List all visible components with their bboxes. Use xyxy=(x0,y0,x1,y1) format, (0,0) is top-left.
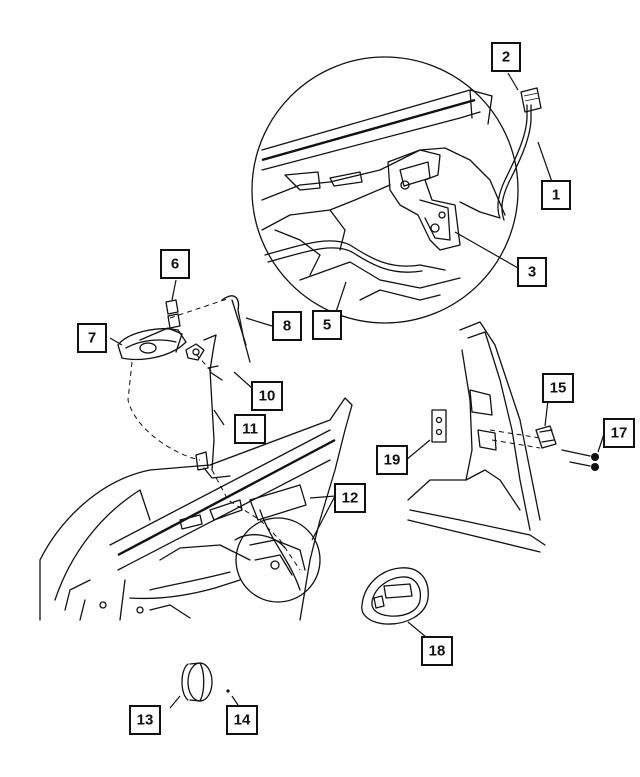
callout-6: 6 xyxy=(160,249,190,279)
callout-11: 11 xyxy=(234,414,266,444)
callout-label-5: 5 xyxy=(323,317,331,334)
handle-assembly xyxy=(117,295,301,571)
callout-label-8: 8 xyxy=(283,318,291,335)
detail-magnified-view xyxy=(251,56,542,324)
callout-8: 8 xyxy=(272,311,302,341)
callout-1: 1 xyxy=(541,180,571,210)
callout-label-1: 1 xyxy=(552,187,560,204)
callout-18: 18 xyxy=(421,636,453,666)
callout-14: 14 xyxy=(226,705,258,735)
inside-handle xyxy=(361,567,429,625)
callout-label-3: 3 xyxy=(528,264,536,281)
callout-19: 19 xyxy=(376,445,408,475)
callout-label-13: 13 xyxy=(137,712,154,729)
callout-label-10: 10 xyxy=(259,388,276,405)
callout-5: 5 xyxy=(312,310,342,340)
leader-lines xyxy=(109,72,605,709)
plug-and-clip xyxy=(181,662,230,702)
callout-17: 17 xyxy=(603,418,635,448)
callout-label-15: 15 xyxy=(550,380,567,397)
callout-13: 13 xyxy=(129,705,161,735)
callout-label-12: 12 xyxy=(342,490,359,507)
callout-10: 10 xyxy=(251,381,283,411)
callout-label-17: 17 xyxy=(611,425,628,442)
callout-label-7: 7 xyxy=(88,330,96,347)
callout-15: 15 xyxy=(542,373,574,403)
callout-label-6: 6 xyxy=(171,256,179,273)
callout-3: 3 xyxy=(517,257,547,287)
door-shell xyxy=(39,397,353,621)
callout-12: 12 xyxy=(334,483,366,513)
callout-label-18: 18 xyxy=(429,643,446,660)
callout-label-2: 2 xyxy=(502,49,510,66)
callout-7: 7 xyxy=(77,323,107,353)
callout-label-19: 19 xyxy=(384,452,401,469)
b-pillar-section xyxy=(407,321,599,553)
callout-label-14: 14 xyxy=(234,712,251,729)
callout-label-11: 11 xyxy=(242,421,258,438)
callout-2: 2 xyxy=(491,42,521,72)
